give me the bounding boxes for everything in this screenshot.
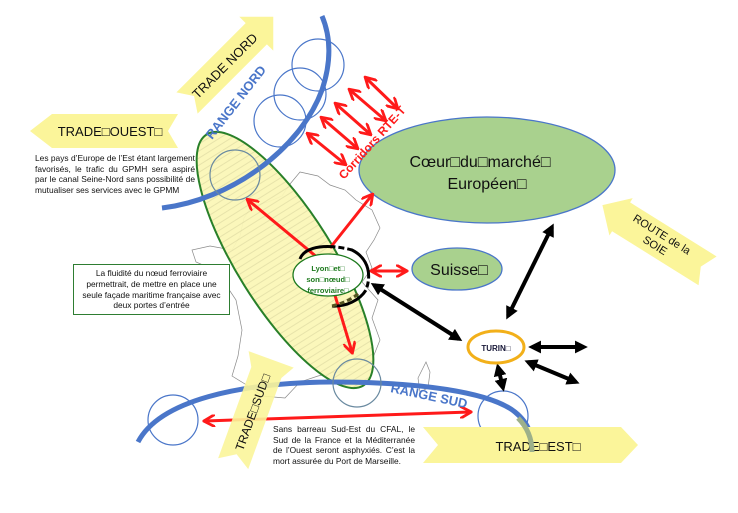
- lyon-label-2: son□nœud□: [306, 275, 350, 284]
- suisse-label: Suisse□: [430, 262, 488, 279]
- lyon-label-1: Lyon□et□: [311, 264, 345, 273]
- fluidite-note-box: La fluidité du nœud ferroviaire permettr…: [73, 264, 230, 316]
- corridor-arrow[interactable]: [322, 118, 357, 148]
- port-circle: [291, 38, 345, 92]
- coeur-marche-ellipse[interactable]: [358, 116, 616, 224]
- facade-zone-ellipse: [195, 130, 375, 390]
- corridor-arrows: [308, 78, 397, 164]
- lyon-to-havre-arrow[interactable]: [248, 200, 319, 260]
- port-circle-west: [147, 394, 199, 446]
- turin-genes-arrow[interactable]: [493, 363, 508, 392]
- nord-note: Les pays d’Europe de l’Est étant largeme…: [35, 153, 195, 195]
- lyon-ellipse[interactable]: [292, 253, 364, 297]
- lyon-turin-arrow[interactable]: [370, 282, 463, 342]
- corridor-arrow[interactable]: [366, 78, 397, 108]
- route-soie-arrow: ROUTE de la SOIE: [602, 198, 717, 286]
- sud-note: Sans barreau Sud-Est du CFAL, le Sud de …: [273, 424, 415, 466]
- port-circle: [273, 67, 327, 121]
- lyon-to-marseille-arrow[interactable]: [332, 291, 352, 352]
- lyon-label-3: ferroviaire□: [307, 286, 349, 295]
- corridor-arrow[interactable]: [336, 104, 370, 134]
- corridor-arrow[interactable]: [350, 90, 385, 120]
- turin-market-arrow[interactable]: [506, 223, 554, 320]
- port-circle-le-havre: [209, 149, 261, 201]
- port-circle: [253, 94, 307, 148]
- trade-ouest-label: TRADE□OUEST□: [58, 124, 163, 139]
- cfal-barreau-sud-est: [331, 290, 362, 308]
- turin-label: TURIN□: [481, 344, 510, 353]
- range-sud-line-overlay: [516, 416, 535, 453]
- coeur-marche-label-1: Cœur□du□marché□: [409, 154, 550, 171]
- corsica-outline: [417, 361, 431, 393]
- range-nord-line: [161, 15, 332, 211]
- trade-est-label: TRADE□EST□: [495, 439, 580, 454]
- lyon-to-market-arrow[interactable]: [328, 195, 372, 249]
- cfal-ring: [298, 245, 371, 308]
- trade-ouest-arrow: TRADE□OUEST□: [30, 114, 178, 148]
- coeur-marche-label-2: Européen□: [447, 176, 526, 193]
- turin-ellipse[interactable]: [466, 329, 526, 365]
- corridor-arrow[interactable]: [308, 134, 345, 164]
- turin-southeast-arrow[interactable]: [524, 359, 580, 385]
